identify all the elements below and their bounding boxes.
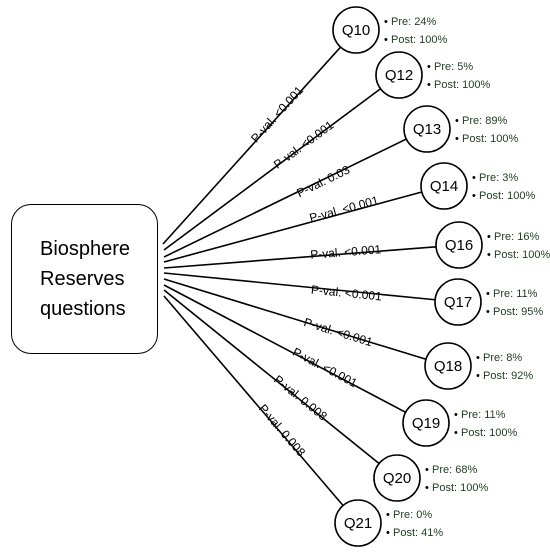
question-node-q13 xyxy=(403,105,451,153)
post-stat-q10: Post: 100% xyxy=(391,34,447,46)
post-stat-q13: Post: 100% xyxy=(462,133,518,145)
bullet-pre-q10: • xyxy=(384,16,388,28)
branch-line-q14 xyxy=(163,191,423,263)
central-line-3: questions xyxy=(40,298,126,320)
question-label-q10: Q10 xyxy=(342,22,370,39)
pvalue-label-q17: P-val. <0.001 xyxy=(310,283,382,304)
pre-stat-q10: Pre: 24% xyxy=(391,16,436,28)
pre-stat-q16: Pre: 16% xyxy=(494,231,539,243)
question-label-q21: Q21 xyxy=(344,515,372,532)
pre-stat-q13: Pre: 89% xyxy=(462,115,507,127)
question-node-q20 xyxy=(373,454,421,502)
question-label-q18: Q18 xyxy=(434,358,462,375)
question-label-q14: Q14 xyxy=(430,178,458,195)
bullet-pre-q13: • xyxy=(455,115,459,127)
question-label-q13: Q13 xyxy=(413,121,441,138)
bullet-post-q18: • xyxy=(476,370,480,382)
post-stat-q17: Post: 95% xyxy=(493,306,543,318)
question-node-q14 xyxy=(420,162,468,210)
question-node-q10 xyxy=(332,6,380,54)
bullet-pre-q17: • xyxy=(486,288,490,300)
pvalue-label-q21: P-val. 0.008 xyxy=(256,402,308,460)
bullet-pre-q12: • xyxy=(427,61,431,73)
pre-stat-q20: Pre: 68% xyxy=(432,464,477,476)
pre-stat-q18: Pre: 8% xyxy=(483,352,522,364)
pre-stat-q19: Pre: 11% xyxy=(461,409,506,421)
pre-stat-q12: Pre: 5% xyxy=(434,61,473,73)
central-node: Biosphere Reserves questions xyxy=(11,204,158,354)
pvalue-label-q12: P-val. <0.001 xyxy=(271,118,337,172)
pvalue-label-q16: P-val. <0.001 xyxy=(310,242,382,262)
question-label-q20: Q20 xyxy=(383,470,411,487)
post-stat-q12: Post: 100% xyxy=(434,79,490,91)
pre-stat-q17: Pre: 11% xyxy=(493,288,538,300)
bullet-pre-q14: • xyxy=(472,172,476,184)
question-node-q18 xyxy=(424,342,472,390)
branch-line-q12 xyxy=(163,88,382,251)
question-label-q17: Q17 xyxy=(444,294,472,311)
branch-line-q16 xyxy=(163,245,437,269)
pvalue-label-q19: P-val. <0.001 xyxy=(290,345,360,391)
bullet-post-q14: • xyxy=(472,190,476,202)
question-node-q17 xyxy=(434,278,482,326)
question-node-q16 xyxy=(435,221,483,269)
branch-line-q21 xyxy=(163,295,344,507)
bullet-post-q20: • xyxy=(425,482,429,494)
central-line-2: Reserves xyxy=(40,268,125,290)
question-label-q19: Q19 xyxy=(412,415,440,432)
question-label-q16: Q16 xyxy=(445,237,473,254)
question-node-q21 xyxy=(334,499,382,547)
pvalue-label-q13: P-val. 0.03 xyxy=(294,162,352,200)
post-stat-q21: Post: 41% xyxy=(393,527,443,539)
post-stat-q14: Post: 100% xyxy=(479,190,535,202)
post-stat-q18: Post: 92% xyxy=(483,370,533,382)
bullet-pre-q16: • xyxy=(487,231,491,243)
branch-line-q18 xyxy=(163,278,427,361)
pvalue-label-q14: P-val. <0.001 xyxy=(308,193,381,225)
bullet-post-q16: • xyxy=(487,249,491,261)
branch-line-q19 xyxy=(163,284,407,413)
branch-line-q10 xyxy=(162,46,342,245)
question-label-q12: Q12 xyxy=(385,67,413,84)
bullet-pre-q21: • xyxy=(386,509,390,521)
bullet-pre-q19: • xyxy=(454,409,458,421)
central-line-1: Biosphere xyxy=(40,238,131,260)
bullet-post-q17: • xyxy=(486,306,490,318)
branch-line-q13 xyxy=(163,138,407,258)
question-node-q12 xyxy=(375,51,423,99)
pvalue-label-q18: P-val. <0.001 xyxy=(302,315,374,349)
pre-stat-q14: Pre: 3% xyxy=(479,172,518,184)
bullet-post-q10: • xyxy=(384,34,388,46)
branch-line-q20 xyxy=(163,289,380,465)
pvalue-label-q10: P-val. <0.001 xyxy=(248,83,306,145)
post-stat-q16: Post: 100% xyxy=(494,249,550,261)
post-stat-q20: Post: 100% xyxy=(432,482,488,494)
bullet-pre-q20: • xyxy=(425,464,429,476)
bullet-post-q21: • xyxy=(386,527,390,539)
bullet-post-q19: • xyxy=(454,427,458,439)
bullet-post-q13: • xyxy=(455,133,459,145)
question-node-q19 xyxy=(402,399,450,447)
bullet-pre-q18: • xyxy=(476,352,480,364)
pre-stat-q21: Pre: 0% xyxy=(393,509,432,521)
post-stat-q19: Post: 100% xyxy=(461,427,517,439)
bullet-post-q12: • xyxy=(427,79,431,91)
branch-line-q17 xyxy=(163,272,436,301)
